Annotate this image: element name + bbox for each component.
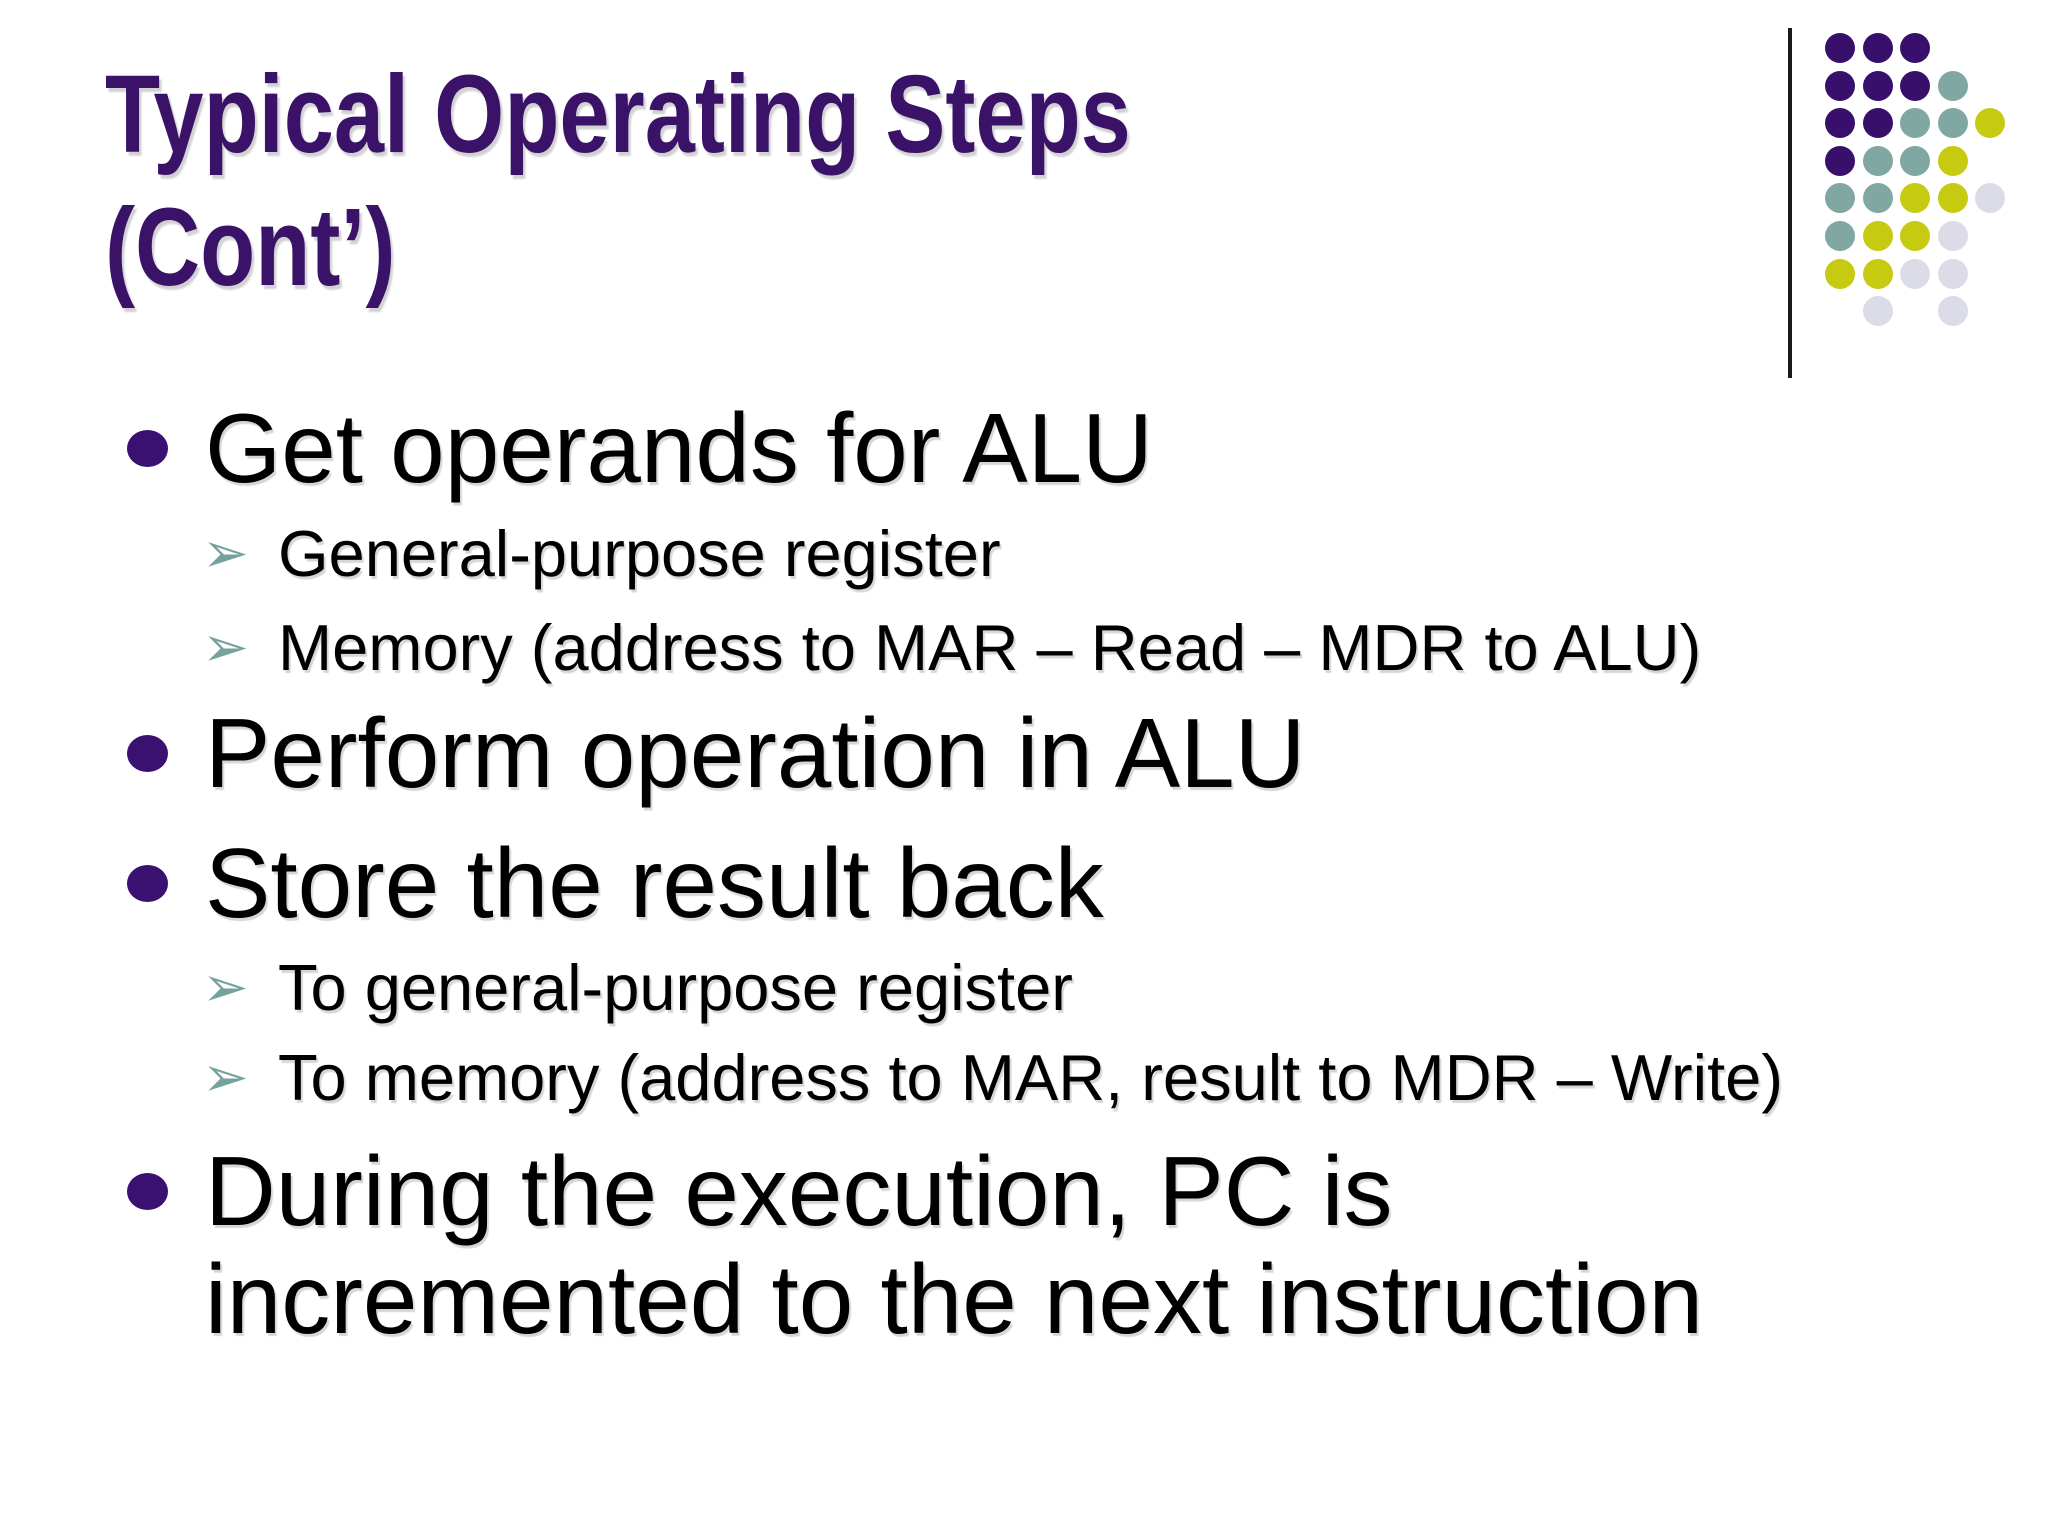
pattern-dot	[1900, 221, 1931, 251]
sub-bullet-item-1: ➢ General-purpose register	[202, 516, 1001, 590]
bullet-text: Store the result back	[205, 827, 1104, 938]
pattern-dot	[1825, 33, 1855, 63]
pattern-dot	[1900, 258, 1931, 289]
pattern-dot	[1825, 258, 1855, 289]
pattern-dot	[1900, 70, 1931, 101]
pattern-dot	[1862, 33, 1893, 63]
bullet-text: Get operands for ALU	[205, 392, 1153, 503]
arrowhead-bullet-icon: ➢	[202, 521, 249, 584]
pattern-dot	[1937, 258, 1968, 289]
arrowhead-bullet-icon: ➢	[202, 1045, 249, 1108]
pattern-dot	[1937, 221, 1968, 251]
bullet-circle-icon	[127, 864, 168, 902]
pattern-dot	[1825, 221, 1855, 251]
slide-title-line2: (Cont’)	[105, 186, 396, 309]
pattern-dot	[1825, 183, 1855, 214]
pattern-dot	[1937, 145, 1968, 176]
pattern-dot	[1862, 258, 1893, 289]
arrowhead-bullet-icon: ➢	[202, 955, 249, 1018]
pattern-dot	[1862, 221, 1893, 251]
sub-bullet-item-3: ➢ To general-purpose register	[202, 950, 1073, 1024]
bullet-item-2: Perform operation in ALU	[127, 697, 1305, 809]
pattern-dot	[1900, 183, 1931, 214]
pattern-dot	[1937, 296, 1968, 327]
bullet-item-3: Store the result back	[127, 827, 1104, 939]
arrowhead-bullet-icon: ➢	[202, 615, 249, 678]
pattern-dot	[1975, 108, 2006, 139]
pattern-dot	[1862, 108, 1893, 139]
pattern-dot	[1937, 183, 1968, 214]
pattern-dot	[1862, 145, 1893, 176]
bullet-text: Perform operation in ALU	[205, 697, 1306, 808]
bullet-item-1: Get operands for ALU	[127, 392, 1153, 504]
pattern-dot	[1937, 108, 1968, 139]
bullet-item-4: During the execution, PC is incremented …	[127, 1137, 1905, 1353]
sub-bullet-item-4: ➢ To memory (address to MAR, result to M…	[202, 1040, 1783, 1114]
pattern-dot	[1937, 70, 1968, 101]
pattern-dot	[1862, 70, 1893, 101]
slide-title-line1: Typical Operating Steps	[105, 53, 1131, 176]
sub-bullet-item-2: ➢ Memory (address to MAR – Read – MDR to…	[202, 610, 1702, 684]
pattern-dot	[1900, 108, 1931, 139]
pattern-dot	[1862, 183, 1893, 214]
pattern-dot	[1825, 70, 1855, 101]
pattern-dot	[1825, 108, 1855, 139]
pattern-dot	[1900, 33, 1931, 63]
bullet-circle-icon	[127, 1173, 168, 1210]
sub-bullet-text: To general-purpose register	[278, 950, 1073, 1024]
bullet-text: During the execution, PC is incremented …	[205, 1136, 1704, 1354]
pattern-dot	[1975, 183, 2006, 214]
pattern-dot	[1900, 145, 1931, 176]
bullet-circle-icon	[127, 429, 168, 467]
sub-bullet-text: To memory (address to MAR, result to MDR…	[278, 1040, 1783, 1114]
pattern-dot	[1862, 296, 1893, 327]
slide-title: Typical Operating Steps (Cont’)	[105, 48, 1131, 314]
pattern-dot	[1825, 145, 1855, 176]
decor-vertical-rule	[1788, 28, 1792, 378]
bullet-circle-icon	[127, 734, 168, 772]
sub-bullet-text: General-purpose register	[278, 516, 1001, 590]
sub-bullet-text: Memory (address to MAR – Read – MDR to A…	[278, 610, 1702, 684]
